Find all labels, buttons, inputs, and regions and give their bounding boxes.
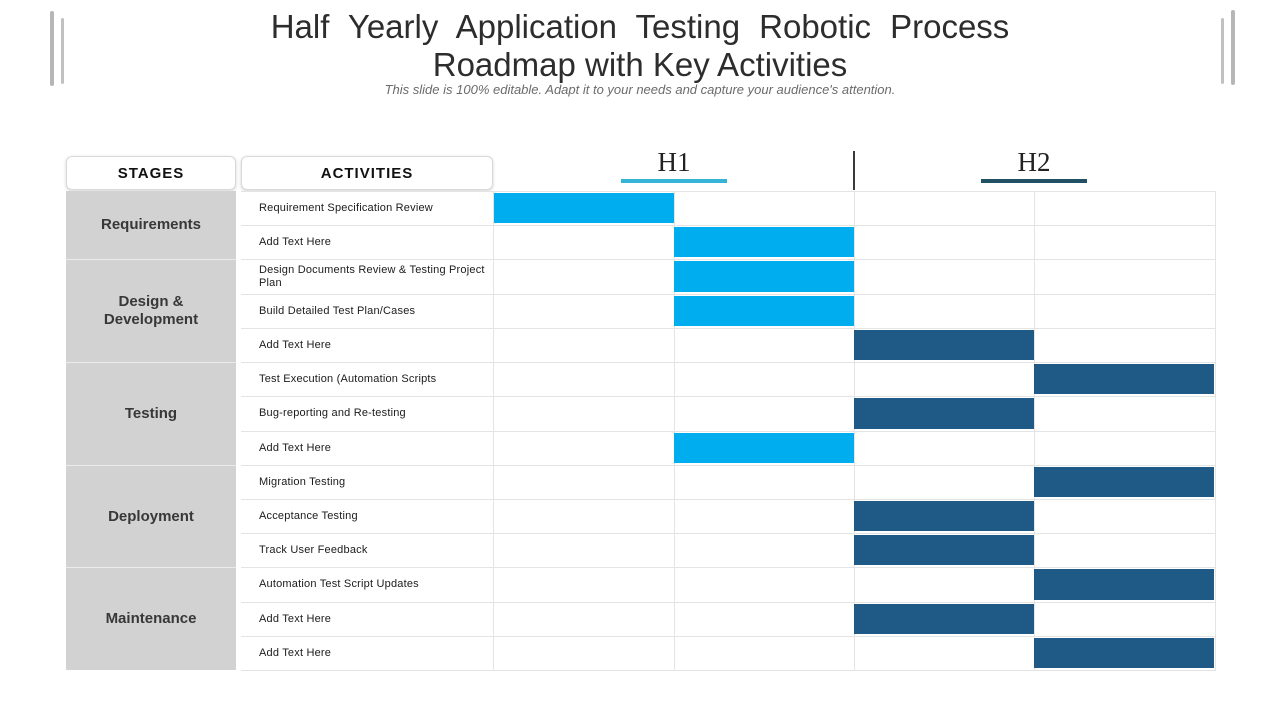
grid-vline-q3q4 xyxy=(1034,192,1035,671)
gantt-bar xyxy=(494,193,674,224)
activity-cell: Bug-reporting and Re-testing xyxy=(241,397,493,432)
deco-line-right-inner xyxy=(1221,18,1224,84)
gantt-bar xyxy=(1034,466,1214,497)
gantt-bar xyxy=(854,603,1034,634)
gantt-row xyxy=(494,534,1215,569)
activity-label: Automation Test Script Updates xyxy=(259,578,419,591)
stage-label: Deployment xyxy=(108,507,194,525)
stage-group: Deployment xyxy=(66,464,236,568)
gantt-bar xyxy=(1034,364,1214,395)
slide-title-line2: Roadmap with Key Activities xyxy=(432,46,848,83)
slide-title: Half Yearly Application Testing Robotic … xyxy=(0,8,1280,84)
activity-label: Requirement Specification Review xyxy=(259,202,433,215)
period-h1-label: H1 xyxy=(657,147,691,177)
period-h1-underline xyxy=(621,179,727,183)
activity-label: Add Text Here xyxy=(259,612,332,625)
gantt-bar xyxy=(1034,637,1214,668)
activity-label: Track User Feedback xyxy=(259,544,368,557)
period-header-h1: H1 xyxy=(494,147,854,187)
activity-label: Build Detailed Test Plan/Cases xyxy=(259,304,416,317)
stage-group: Maintenance xyxy=(66,567,236,670)
stage-label: Design & Development xyxy=(103,293,199,329)
deco-line-left-outer xyxy=(50,11,54,86)
stages-column-header: STAGES xyxy=(66,156,236,190)
activity-cell: Add Text Here xyxy=(241,328,493,364)
gantt-bar xyxy=(674,432,854,463)
activity-label: Bug-reporting and Re-testing xyxy=(259,407,406,420)
slide-title-line1: Half Yearly Application Testing Robotic … xyxy=(270,8,1010,45)
stage-group: Requirements xyxy=(66,191,236,259)
activity-label: Add Text Here xyxy=(259,646,332,659)
activity-cell: Automation Test Script Updates xyxy=(241,568,493,603)
activity-cell: Acceptance Testing xyxy=(241,499,493,535)
deco-line-right-outer xyxy=(1231,10,1235,85)
gantt-bar xyxy=(854,535,1034,566)
activity-label: Migration Testing xyxy=(259,475,346,488)
gantt-row xyxy=(494,397,1215,432)
activity-label: Add Text Here xyxy=(259,441,332,454)
gantt-row xyxy=(494,603,1215,637)
gantt-row xyxy=(494,329,1215,364)
stage-group: Design & Development xyxy=(66,259,236,362)
slide-subtitle: This slide is 100% editable. Adapt it to… xyxy=(384,82,896,97)
gantt-bar xyxy=(674,261,854,292)
stage-label: Testing xyxy=(124,404,178,422)
grid-vline-q2q3 xyxy=(854,192,855,671)
activity-cell: Add Text Here xyxy=(241,226,493,261)
gantt-row xyxy=(494,500,1215,535)
stage-label: Maintenance xyxy=(105,610,197,628)
activity-cell: Track User Feedback xyxy=(241,534,493,569)
grid-vline-q1q2 xyxy=(674,192,675,671)
gantt-bar xyxy=(854,500,1034,532)
activity-label: Add Text Here xyxy=(259,338,332,351)
activities-column-header: ACTIVITIES xyxy=(241,156,493,190)
activity-label: Add Text Here xyxy=(259,236,332,249)
gantt-bar xyxy=(674,227,854,258)
gantt-grid xyxy=(493,191,1216,671)
gantt-bar xyxy=(674,295,854,326)
activity-cell: Build Detailed Test Plan/Cases xyxy=(241,294,493,329)
activity-cell: Design Documents Review & Testing Projec… xyxy=(241,260,493,295)
activity-cell: Test Execution (Automation Scripts xyxy=(241,363,493,398)
activity-label: Test Execution (Automation Scripts xyxy=(259,373,437,386)
period-divider-line xyxy=(853,151,855,190)
gantt-bar xyxy=(1034,569,1214,600)
period-h2-underline xyxy=(981,179,1087,183)
gantt-bar xyxy=(854,398,1034,429)
period-h2-label: H2 xyxy=(1017,147,1051,177)
activity-cell: Add Text Here xyxy=(241,602,493,637)
deco-line-left-inner xyxy=(61,18,64,84)
activity-label: Acceptance Testing xyxy=(259,510,358,523)
activity-label: Design Documents Review & Testing Projec… xyxy=(259,264,485,290)
stage-group: Testing xyxy=(66,362,236,465)
gantt-row xyxy=(494,466,1215,500)
period-header-h2: H2 xyxy=(854,147,1214,187)
gantt-bar xyxy=(854,329,1034,361)
activity-cell: Add Text Here xyxy=(241,636,493,671)
activity-cell: Requirement Specification Review xyxy=(241,192,493,227)
activity-cell: Add Text Here xyxy=(241,431,493,466)
activity-cell: Migration Testing xyxy=(241,465,493,500)
stage-label: Requirements xyxy=(100,216,202,234)
